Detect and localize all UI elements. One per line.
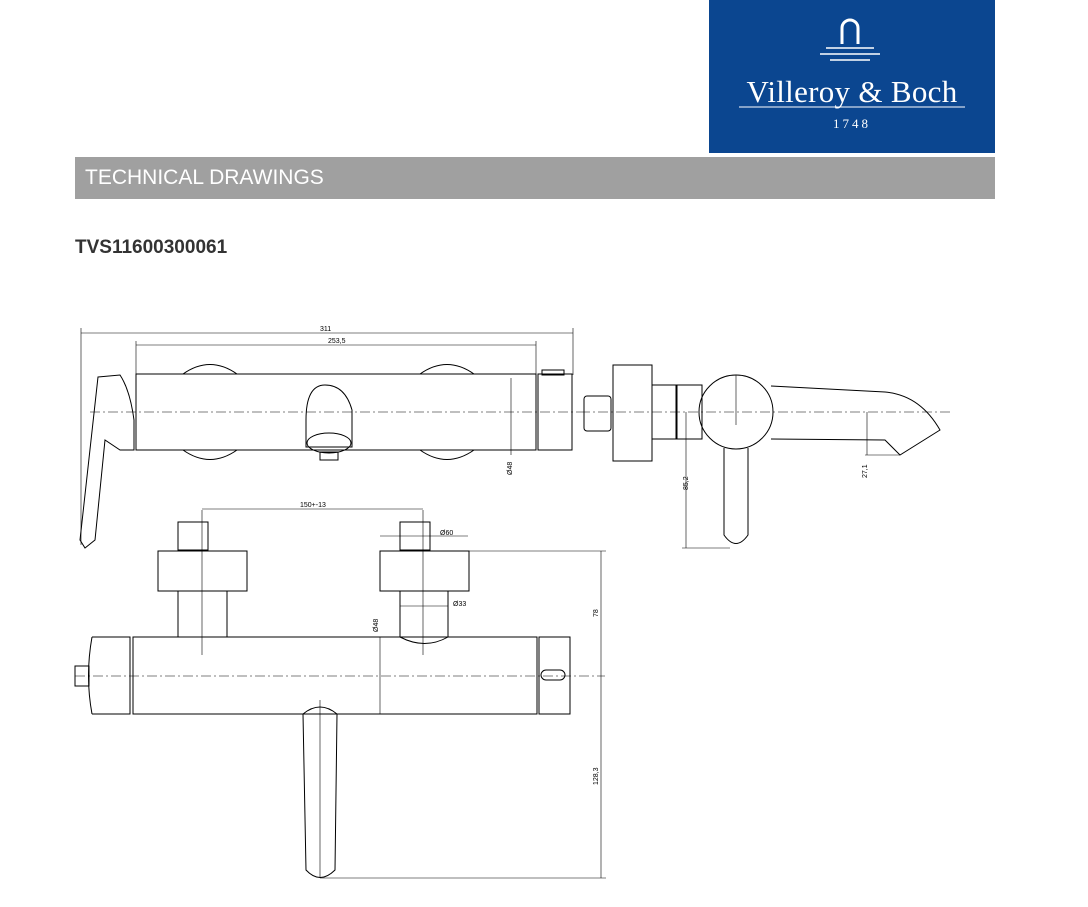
- dim-body-diameter-top: Ø48: [507, 462, 514, 475]
- dim-body-length: 253,5: [328, 338, 346, 345]
- dim-inlet-diameter: Ø33: [453, 601, 466, 608]
- section-header: TECHNICAL DRAWINGS: [75, 157, 995, 199]
- logo-year: 1748: [833, 116, 871, 131]
- dim-side-handle-height: 85,2: [683, 476, 690, 490]
- brand-logo: Villeroy & Boch 1748: [709, 0, 995, 153]
- dim-side-spout-height: 27,1: [862, 464, 869, 478]
- dim-body-diameter-front: Ø48: [373, 619, 380, 632]
- top-view: 311 253,5 Ø48: [79, 326, 580, 549]
- section-title: TECHNICAL DRAWINGS: [85, 166, 324, 189]
- side-view: 85,2 27,1: [580, 364, 950, 549]
- dim-wall-to-axis: 78: [593, 609, 600, 617]
- logo-brand-text: Villeroy & Boch: [746, 74, 958, 109]
- product-code: TVS11600300061: [75, 237, 228, 258]
- dim-axis-to-spout: 128,3: [593, 767, 600, 785]
- front-view: 150+-13 Ø60 Ø33 Ø48 78 128,3: [74, 502, 606, 879]
- dim-flange-diameter: Ø60: [440, 530, 453, 537]
- dim-inlet-spacing: 150+-13: [300, 502, 326, 509]
- logo-emblem-icon: [739, 18, 965, 108]
- dim-overall-length: 311: [320, 326, 331, 333]
